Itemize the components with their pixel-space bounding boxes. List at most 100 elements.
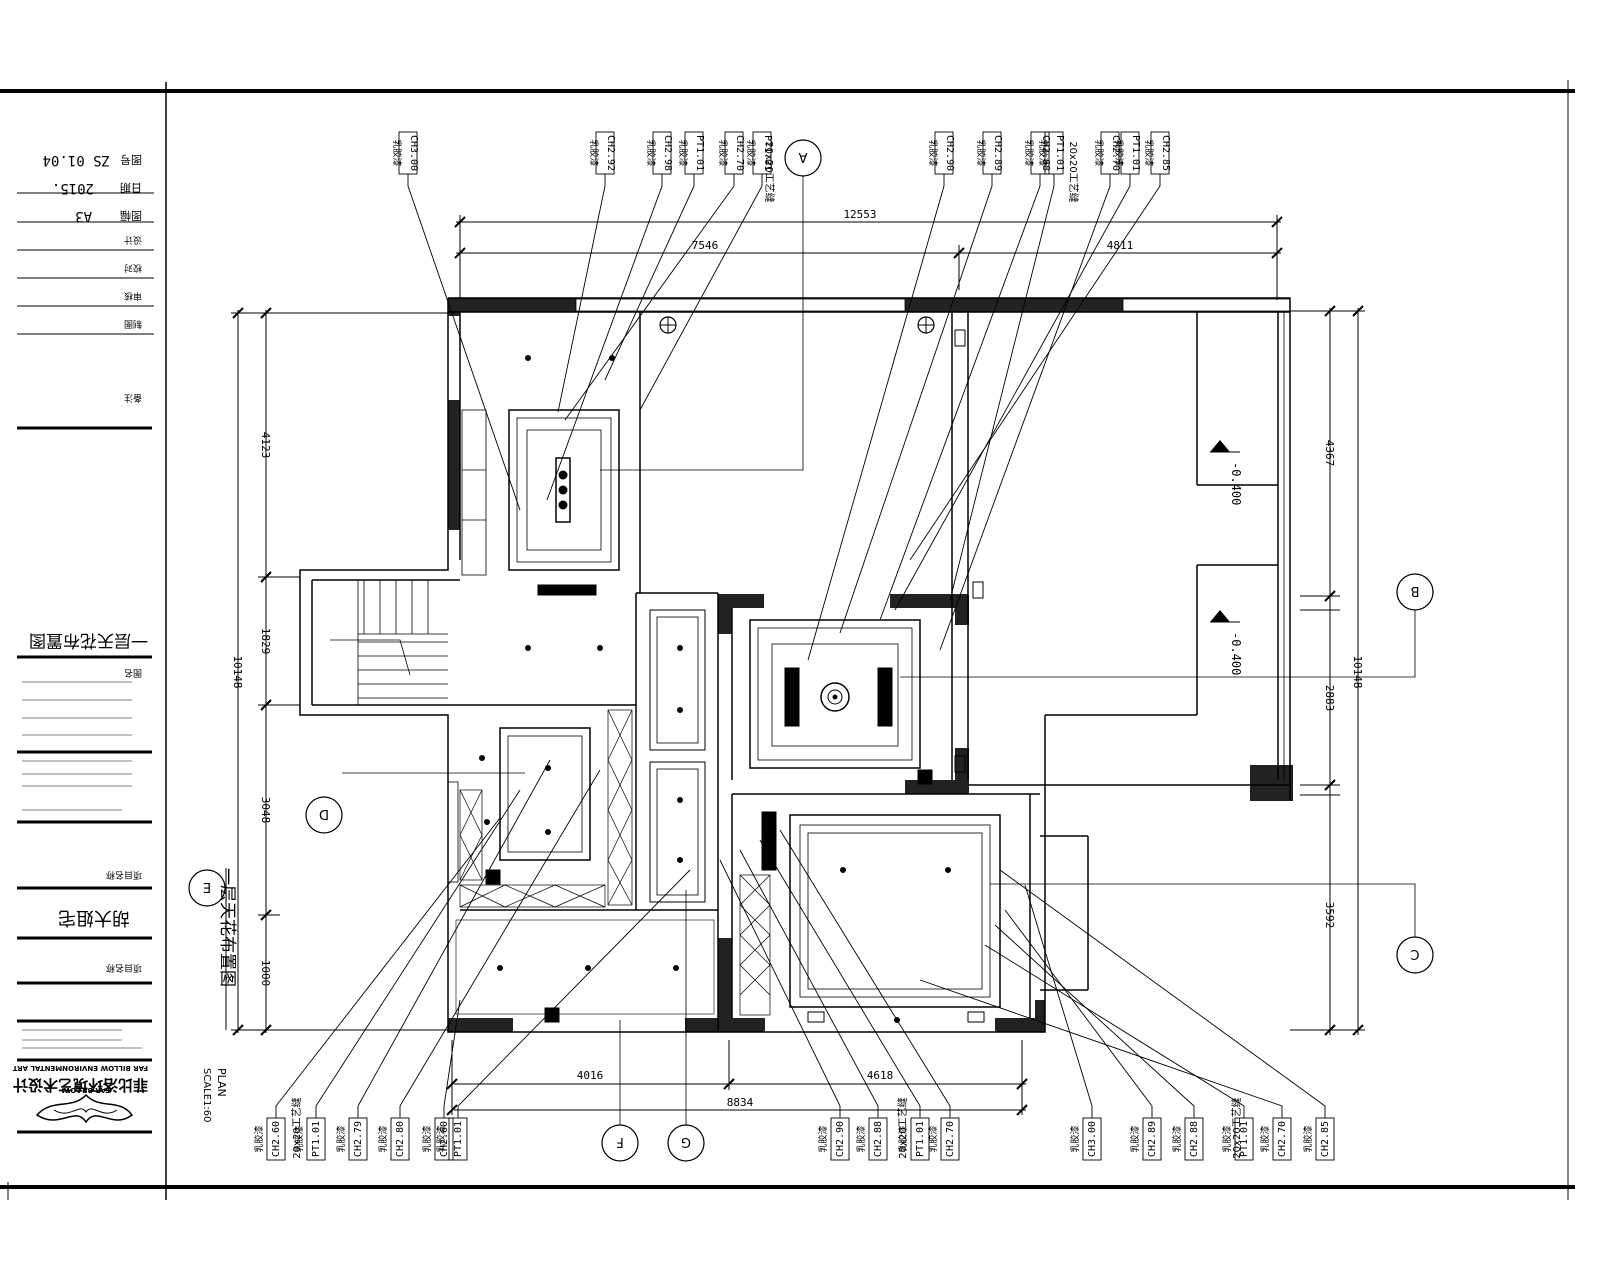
drawing-name-label: 图名 — [124, 667, 142, 679]
top-tag-material: 乳胶漆 — [975, 139, 987, 166]
date: 2015. — [52, 180, 94, 196]
project-name: 胡大姐宅 — [58, 907, 130, 928]
bottom-tag-code: PT1.01 — [915, 1121, 926, 1157]
company-logo: FAR BILLOW — [35, 1086, 134, 1124]
dim-left-3: 3048 — [259, 797, 272, 824]
top-tag-material: 乳胶漆 — [927, 139, 939, 166]
top-tag-material: 乳胶漆 — [1093, 139, 1105, 166]
top-tag-6: CH2.90 乳胶漆 — [927, 131, 955, 175]
dimension-ticks — [232, 216, 1364, 1116]
top-leader-4 — [564, 174, 735, 421]
bottom-tag-material: 乳胶漆 — [1302, 1125, 1314, 1152]
top-leader-7 — [839, 174, 993, 634]
section-letter-1: B — [1411, 583, 1420, 598]
top-tag-code: CH2.90 — [944, 135, 955, 171]
top-tag-material: 乳胶漆 — [645, 139, 657, 166]
bottom-leader-9 — [779, 829, 951, 1118]
dim-bottom-total: 8834 — [727, 1096, 754, 1109]
dim-top-total: 12553 — [843, 208, 876, 221]
level-upper: -0.400 — [1229, 462, 1243, 505]
wall-outlines — [299, 297, 1291, 1033]
bottom-leader-2 — [357, 759, 551, 1118]
client-label: 项目名称 — [106, 962, 142, 974]
walls — [448, 298, 1293, 1032]
bottom-leader-5 — [457, 869, 691, 1118]
bottom-tag-code: CH3.00 — [1087, 1121, 1098, 1157]
project-label: 项目名称 — [106, 869, 142, 881]
level-lower: -0.400 — [1229, 632, 1243, 675]
dim-left-total: 10148 — [231, 655, 244, 688]
bottom-tag-9: CH2.70 乳胶漆 — [927, 1117, 960, 1161]
dim-top-left: 7546 — [692, 239, 719, 252]
bottom-tag-material: 乳胶漆 — [1221, 1125, 1233, 1152]
bottom-tag-material: 乳胶漆 — [927, 1125, 939, 1152]
section-leader-lines — [342, 176, 1416, 1125]
section-letter-5: F — [616, 1134, 623, 1149]
bottom-leader-11 — [1004, 909, 1153, 1118]
logo-text: FAR BILLOW — [62, 1086, 110, 1094]
designer-label: 设计 — [124, 234, 142, 246]
top-tag-material: 乳胶漆 — [1143, 139, 1155, 166]
top-tag-material: 乳胶漆 — [1113, 139, 1125, 166]
bottom-tag-material: 乳胶漆 — [855, 1125, 867, 1152]
top-tag-code: CH2.88 — [1040, 135, 1051, 171]
bottom-tag-material: 乳胶漆 — [293, 1125, 305, 1152]
top-leader-3 — [604, 174, 695, 381]
remark-label: 备注 — [124, 392, 142, 404]
company-en: FAR BILLOW ENVIRONMENTAL ART — [13, 1064, 148, 1072]
top-tag-code: CH2.85 — [1160, 135, 1171, 171]
plan-label: PLAN — [215, 1068, 228, 1097]
top-leader-5 — [639, 174, 763, 411]
bottom-leader-13 — [984, 944, 1245, 1118]
bottom-leader-6 — [719, 859, 841, 1118]
drafter-label: 制图 — [124, 318, 142, 330]
bottom-tag-code: CH2.70 — [945, 1121, 956, 1157]
bottom-tag-code: CH2.88 — [873, 1121, 884, 1157]
drawing-name: 一层天花布置图 — [29, 630, 148, 650]
bottom-leader-8 — [759, 839, 921, 1118]
section-mark-letters: A B C D E F G — [203, 149, 1420, 1149]
section-letter-2: C — [1410, 946, 1419, 961]
dim-right-3: 3592 — [1323, 902, 1336, 929]
dim-bottom-mid: 4618 — [867, 1069, 894, 1082]
bottom-tag-code: CH2.79 — [353, 1121, 364, 1157]
dim-left-1: 4123 — [259, 432, 272, 459]
top-tag-material: 乳胶漆 — [717, 139, 729, 166]
bottom-tag-code: PT1.01 — [1239, 1121, 1250, 1157]
section-letter-3: D — [319, 806, 329, 821]
top-leader-11 — [894, 174, 1131, 611]
bottom-tag-code: PT1.01 — [453, 1121, 464, 1157]
top-tag-code: PT1.01 — [694, 135, 705, 171]
groove-note-3: 20x20工艺缝 — [1230, 1097, 1243, 1158]
plan-scale: SCALE1:60 — [201, 1068, 212, 1123]
section-mark-plan-title — [188, 869, 226, 907]
company-cn: 菲比洛环境艺术设计 — [13, 1076, 148, 1094]
bottom-tag-material: 乳胶漆 — [253, 1125, 265, 1152]
bottom-tag-material: 乳胶漆 — [1069, 1125, 1081, 1152]
bottom-leader-0 — [275, 817, 501, 1118]
bottom-tag-code: CH2.90 — [835, 1121, 846, 1157]
bottom-tag-code: CH2.80 — [395, 1121, 406, 1157]
bottom-tag-material: 乳胶漆 — [817, 1125, 829, 1152]
bottom-tag-code: PT1.01 — [311, 1121, 322, 1157]
top-leader-6 — [807, 174, 945, 661]
bottom-tag-code: CH2.85 — [1320, 1121, 1331, 1157]
sheet-frame — [0, 80, 1575, 1200]
approver-label: 审核 — [124, 290, 142, 302]
bottom-leader-1 — [315, 789, 521, 1118]
top-tag-material: 乳胶漆 — [677, 139, 689, 166]
paper-size-label: 图幅 — [120, 209, 142, 222]
top-leader-1 — [557, 174, 606, 413]
top-tag-code: PT1.01 — [1054, 135, 1065, 171]
